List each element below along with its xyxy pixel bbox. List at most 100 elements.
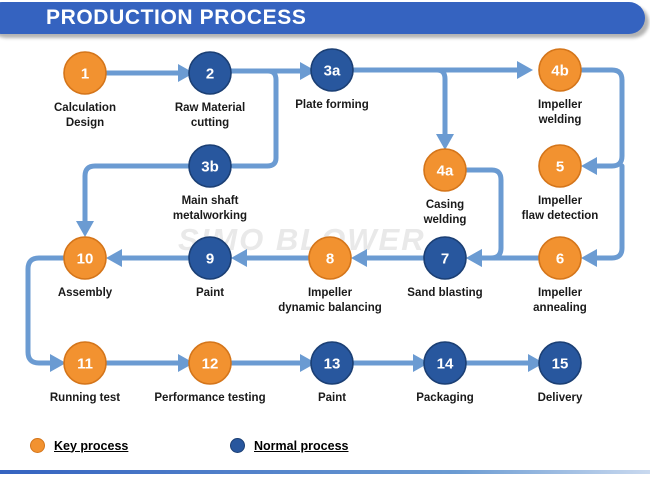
node-label-6: Impeller	[538, 287, 583, 299]
edge-11-to-12	[103, 354, 194, 372]
edge-9-to-10	[106, 249, 192, 267]
node-label-8: Impeller	[308, 287, 353, 299]
node-label-3b: metalworking	[173, 210, 247, 222]
node-label-11: Running test	[50, 392, 120, 404]
node-number-11: 11	[77, 356, 93, 373]
node-number-8: 8	[326, 251, 334, 268]
edge-4b-to-5	[578, 67, 625, 175]
node-label-9: Paint	[196, 287, 224, 299]
node-label-6: annealing	[533, 302, 587, 314]
node-label-1: Design	[66, 117, 104, 129]
node-label-2: Raw Material	[175, 102, 245, 114]
node-circle-3a	[310, 48, 354, 92]
node-label-10: Assembly	[58, 287, 113, 299]
node-number-13: 13	[324, 356, 341, 373]
node-circle-8	[308, 236, 352, 280]
legend-label-key-process: Key process	[54, 438, 129, 453]
node-number-12: 12	[202, 356, 219, 373]
node-label-5: Impeller	[538, 195, 583, 207]
node-circle-4a	[423, 148, 467, 192]
node-circle-4b	[538, 48, 582, 92]
node-label-2: cutting	[191, 117, 229, 129]
node-circle-10	[63, 236, 107, 280]
node-label-3b: Main shaft	[182, 195, 239, 207]
node-label-4a: Casing	[426, 199, 464, 211]
node-circle-2	[188, 51, 232, 95]
node-number-10: 10	[77, 251, 94, 268]
connectors	[25, 61, 625, 372]
node-number-3a: 3a	[324, 63, 341, 80]
node-number-1: 1	[81, 66, 89, 83]
node-circle-1	[63, 51, 107, 95]
edge-3b-to-10	[76, 163, 192, 237]
node-label-15: Delivery	[538, 392, 583, 404]
node-label-5: flaw detection	[522, 210, 599, 222]
node-number-3b: 3b	[201, 159, 219, 176]
node-number-15: 15	[552, 356, 569, 373]
edge-4a-to-7	[463, 167, 504, 267]
title-banner	[0, 2, 645, 34]
node-number-4a: 4a	[437, 163, 454, 180]
legend-swatch-key-icon	[30, 438, 45, 453]
node-circle-11	[63, 341, 107, 385]
node-label-14: Packaging	[416, 392, 474, 404]
node-label-4b: welding	[538, 114, 582, 126]
edge-12-to-13	[228, 354, 316, 372]
legend: Key process Normal process	[30, 438, 630, 462]
footer-divider	[0, 470, 650, 474]
node-circle-13	[310, 341, 354, 385]
node-label-7: Sand blasting	[407, 287, 482, 299]
node-number-9: 9	[206, 251, 214, 268]
edge-1-to-2	[103, 64, 194, 82]
node-label-4b: Impeller	[538, 99, 583, 111]
node-label-8: dynamic balancing	[278, 302, 382, 314]
node-number-5: 5	[556, 159, 564, 176]
legend-swatch-normal-icon	[230, 438, 245, 453]
edge-8-to-9	[231, 249, 312, 267]
node-circle-6	[538, 236, 582, 280]
node-label-12: Performance testing	[154, 392, 265, 404]
node-circle-7	[423, 236, 467, 280]
edge-3a-to-4a	[417, 67, 454, 150]
node-circle-15	[538, 341, 582, 385]
legend-item-key-process: Key process	[30, 438, 128, 453]
node-number-4b: 4b	[551, 63, 569, 80]
edge-14-to-15	[463, 354, 544, 372]
node-label-13: Paint	[318, 392, 346, 404]
edge-5-to-6	[581, 163, 625, 267]
edge-2-to-3b	[230, 68, 279, 169]
node-circle-14	[423, 341, 467, 385]
node-circle-9	[188, 236, 232, 280]
node-number-14: 14	[437, 356, 454, 373]
page-title: PRODUCTION PROCESS	[46, 6, 307, 29]
node-label-1: Calculation	[54, 102, 116, 114]
node-circle-3b	[188, 144, 232, 188]
node-number-7: 7	[441, 251, 449, 268]
node-circle-12	[188, 341, 232, 385]
legend-item-normal-process: Normal process	[230, 438, 348, 453]
node-label-3a: Plate forming	[295, 99, 368, 111]
node-label-4a: welding	[423, 214, 467, 226]
node-number-6: 6	[556, 251, 564, 268]
edge-13-to-14	[350, 354, 429, 372]
